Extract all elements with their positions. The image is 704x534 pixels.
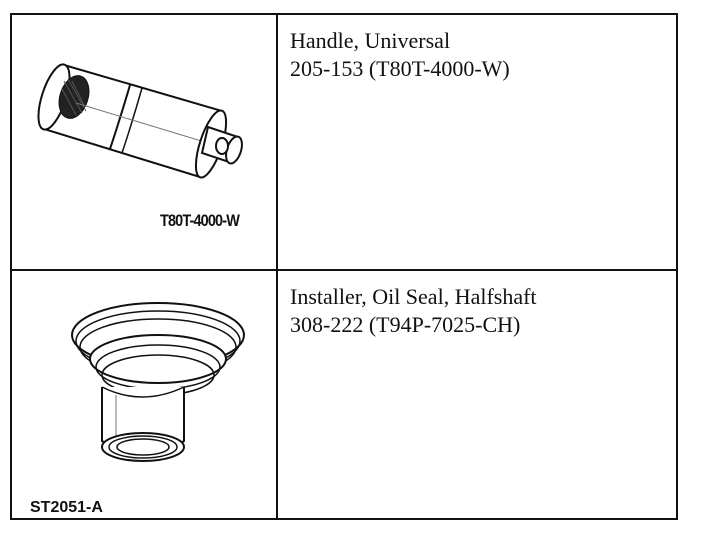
special-tools-table: T80T-4000-W Handle, Universal 205-153 (T… [10,13,678,520]
tool-row-installer: ST2051-A Installer, Oil Seal, Halfshaft … [12,271,676,518]
tool-row-handle: T80T-4000-W Handle, Universal 205-153 (T… [12,15,676,271]
handle-figure-code: T80T-4000-W [160,211,240,230]
installer-description: Installer, Oil Seal, Halfshaft 308-222 (… [290,283,537,339]
handle-description-cell: Handle, Universal 205-153 (T80T-4000-W) [278,15,676,269]
tool-name: Handle, Universal [290,28,451,53]
column-divider [276,15,278,269]
tool-part-numbers: 308-222 (T94P-7025-CH) [290,312,521,337]
installer-figure-code: ST2051-A [30,499,103,516]
column-divider [276,271,278,518]
handle-illustration-cell: T80T-4000-W [12,15,276,269]
tool-name: Installer, Oil Seal, Halfshaft [290,284,537,309]
tool-part-numbers: 205-153 (T80T-4000-W) [290,56,510,81]
universal-handle-illustration [37,63,243,179]
oil-seal-installer-illustration [71,302,245,462]
handle-description: Handle, Universal 205-153 (T80T-4000-W) [290,27,510,83]
installer-description-cell: Installer, Oil Seal, Halfshaft 308-222 (… [278,271,676,518]
installer-illustration-cell: ST2051-A [12,271,276,518]
